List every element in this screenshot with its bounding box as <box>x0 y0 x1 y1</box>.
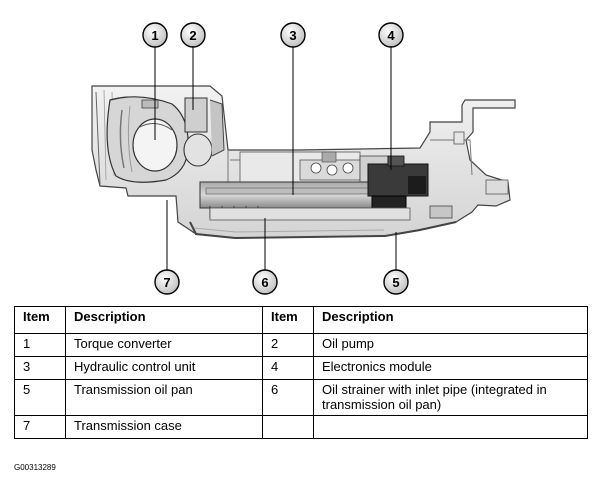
callout-7-number: 7 <box>163 275 170 290</box>
item-description: Transmission oil pan <box>65 379 263 416</box>
callout-3-number: 3 <box>289 28 296 43</box>
table-row: 1 Torque converter 2 Oil pump <box>14 333 588 357</box>
transmission-cutaway-diagram: 1 2 3 4 5 6 7 <box>91 22 516 295</box>
callout-1-number: 1 <box>151 28 158 43</box>
legend-header-row: Item Description Item Description <box>14 306 588 334</box>
transmission-oil-pan <box>189 221 457 240</box>
item-number: 4 <box>262 356 314 380</box>
header-item: Item <box>14 306 66 334</box>
electronics-module <box>367 155 429 211</box>
item-description: Transmission case <box>65 415 263 439</box>
item-number: 1 <box>14 333 66 357</box>
item-number: 5 <box>14 379 66 416</box>
transmission-internals <box>239 151 389 185</box>
torque-converter <box>106 96 189 183</box>
callout-4: 4 <box>378 22 404 48</box>
callout-7: 7 <box>154 269 180 295</box>
callout-2: 2 <box>180 22 206 48</box>
header-item-2: Item <box>262 306 314 334</box>
item-number: 3 <box>14 356 66 380</box>
item-number: 7 <box>14 415 66 439</box>
table-row: 5 Transmission oil pan 6 Oil strainer wi… <box>14 379 588 416</box>
callout-2-number: 2 <box>189 28 196 43</box>
table-row: 3 Hydraulic control unit 4 Electronics m… <box>14 356 588 380</box>
leader-lines <box>154 47 397 270</box>
callout-6-number: 6 <box>261 275 268 290</box>
item-description: Torque converter <box>65 333 263 357</box>
hydraulic-control-unit <box>199 181 401 220</box>
oil-pump <box>183 97 225 167</box>
callout-4-number: 4 <box>387 28 395 43</box>
item-description <box>313 415 588 439</box>
oil-strainer <box>209 205 453 221</box>
callout-6: 6 <box>252 269 278 295</box>
item-description: Electronics module <box>313 356 588 380</box>
item-number <box>262 415 314 439</box>
callout-1: 1 <box>142 22 168 48</box>
item-description: Hydraulic control unit <box>65 356 263 380</box>
header-description-2: Description <box>313 306 588 334</box>
callout-3: 3 <box>280 22 306 48</box>
header-description: Description <box>65 306 263 334</box>
item-description: Oil strainer with inlet pipe (integrated… <box>313 379 588 416</box>
item-description: Oil pump <box>313 333 588 357</box>
item-number: 2 <box>262 333 314 357</box>
document-code: G00313289 <box>14 463 56 472</box>
table-row: 7 Transmission case <box>14 415 588 439</box>
legend-table: Item Description Item Description 1 Torq… <box>14 306 588 439</box>
callout-5-number: 5 <box>392 275 399 290</box>
callout-5: 5 <box>383 269 409 295</box>
item-number: 6 <box>262 379 314 416</box>
